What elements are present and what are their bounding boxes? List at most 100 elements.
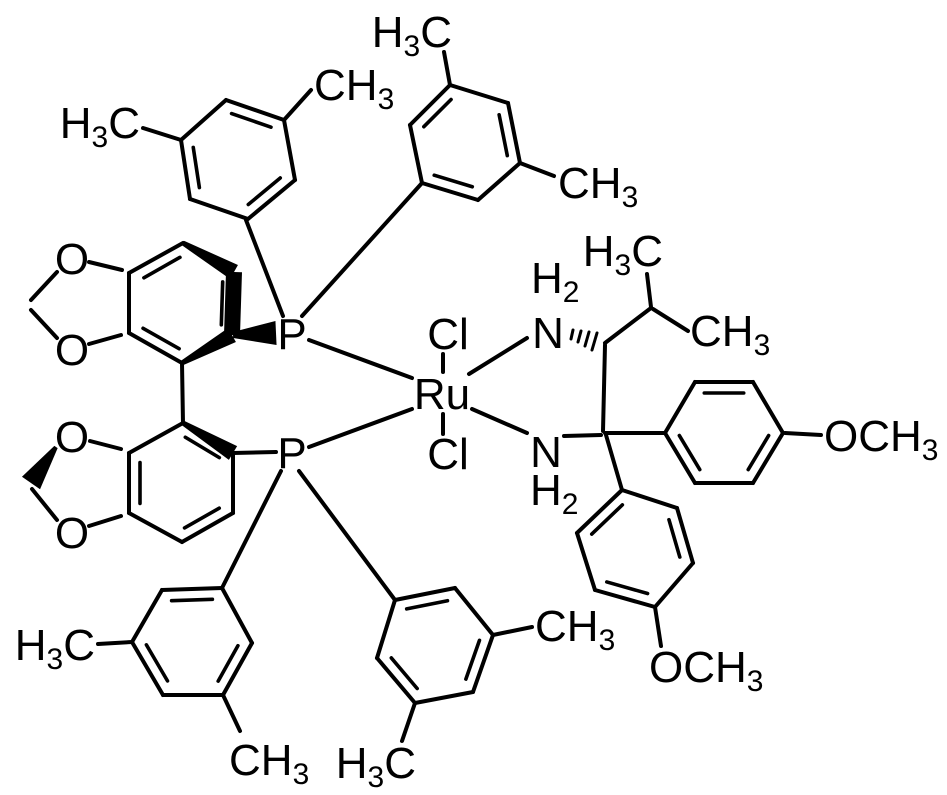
bond (593, 588, 657, 609)
bond (127, 421, 185, 455)
double-bond-inner (589, 503, 625, 536)
label-part: C (420, 8, 452, 57)
atom-label-methyl-h3c-bottomcenter: H3C (336, 739, 416, 794)
bond (467, 336, 529, 376)
label-part: C (384, 739, 416, 788)
bond (518, 161, 556, 178)
wedge-bond (181, 420, 238, 460)
label-part: H (583, 227, 615, 276)
atom-label-amine-bottom-n: N (530, 428, 562, 477)
label-part: H (336, 739, 368, 788)
double-bond-inner (191, 145, 202, 190)
bond (562, 433, 603, 438)
bond (620, 488, 679, 510)
bond (29, 308, 59, 340)
bond (127, 511, 184, 544)
atom-label-methoxy-top: OCH3 (824, 412, 938, 467)
bond (375, 656, 417, 705)
label-part: C (108, 99, 140, 148)
hashed-stereo-bond (569, 328, 599, 352)
atom-label-methyl-ch3-topleft: CH3 (314, 61, 394, 116)
bond (87, 333, 123, 346)
atom-label-chloride-top: Cl (427, 310, 469, 359)
label-part: H (531, 254, 563, 303)
bond (282, 88, 313, 122)
label-part: O (649, 643, 683, 692)
label-part: C (63, 621, 95, 670)
bond (130, 640, 165, 697)
bond (506, 101, 522, 165)
double-bond-inner (229, 111, 273, 129)
bold-wedge-bonds (21, 240, 277, 490)
label-part: C (690, 307, 722, 356)
wedge-bond (232, 321, 277, 345)
double-bond-inner (183, 435, 222, 460)
bond (470, 407, 529, 435)
bond (603, 306, 653, 345)
atom-label-methyl-h3c-bottomleft: H3C (15, 621, 95, 676)
label-part: N (530, 428, 562, 477)
bond (751, 431, 785, 485)
bond (575, 531, 597, 592)
label-part: H (890, 412, 922, 461)
label-part: 3 (404, 30, 421, 63)
bond (663, 380, 697, 435)
double-bond-inner (746, 433, 771, 472)
bond (96, 640, 134, 646)
double-bond-inner (142, 255, 182, 280)
bond (783, 431, 823, 437)
atom-label-amine-top-n: N (532, 309, 564, 358)
double-bond-inner (219, 280, 225, 327)
label-part: O (55, 509, 89, 558)
hash-dash (576, 329, 583, 344)
label-part: 3 (922, 434, 939, 467)
double-bond-inner-lines (138, 97, 771, 691)
atom-label-methyl-h3c-topcenter: H3C (372, 8, 452, 63)
atom-label-amine-top-h2: H2 (531, 254, 579, 309)
label-part: C (558, 159, 590, 208)
bond (400, 701, 417, 743)
bond (87, 514, 123, 528)
single-bonds (29, 50, 823, 743)
bond (221, 693, 242, 733)
double-bond-inner (422, 97, 453, 129)
double-bond-inner (389, 656, 419, 691)
bond (127, 241, 185, 275)
label-part: H (530, 466, 562, 515)
double-bond-inner (404, 598, 450, 611)
bond (653, 605, 663, 648)
double-bond-inner (464, 638, 482, 681)
label-part: Cl (427, 310, 469, 359)
bond (408, 83, 452, 127)
bond (88, 439, 123, 451)
label-part: 3 (622, 181, 639, 214)
bond (442, 50, 452, 87)
wedge-bond (224, 271, 242, 336)
bond (141, 126, 183, 142)
label-part: H (715, 643, 747, 692)
bond (179, 98, 228, 142)
bond (420, 181, 480, 202)
label-part: C (858, 412, 890, 461)
bond (393, 586, 457, 602)
bond (87, 260, 124, 272)
label-part: C (535, 602, 567, 651)
label-part: 3 (599, 624, 616, 657)
wedge-bond (180, 328, 236, 366)
double-bond-inner (216, 643, 240, 683)
hash-dash (590, 331, 599, 352)
bond (244, 218, 285, 318)
label-part: H (372, 8, 404, 57)
label-part: 3 (615, 249, 632, 282)
bond (127, 331, 184, 365)
label-part: 3 (378, 83, 395, 116)
bond (408, 123, 424, 185)
bond (453, 586, 495, 637)
atom-label-methoxy-bottom: OCH3 (649, 643, 763, 698)
label-part: C (631, 227, 663, 276)
bond (231, 450, 278, 455)
atom-label-ruthenium: Ru (414, 370, 470, 419)
label-part: N (532, 309, 564, 358)
label-part: C (683, 643, 715, 692)
